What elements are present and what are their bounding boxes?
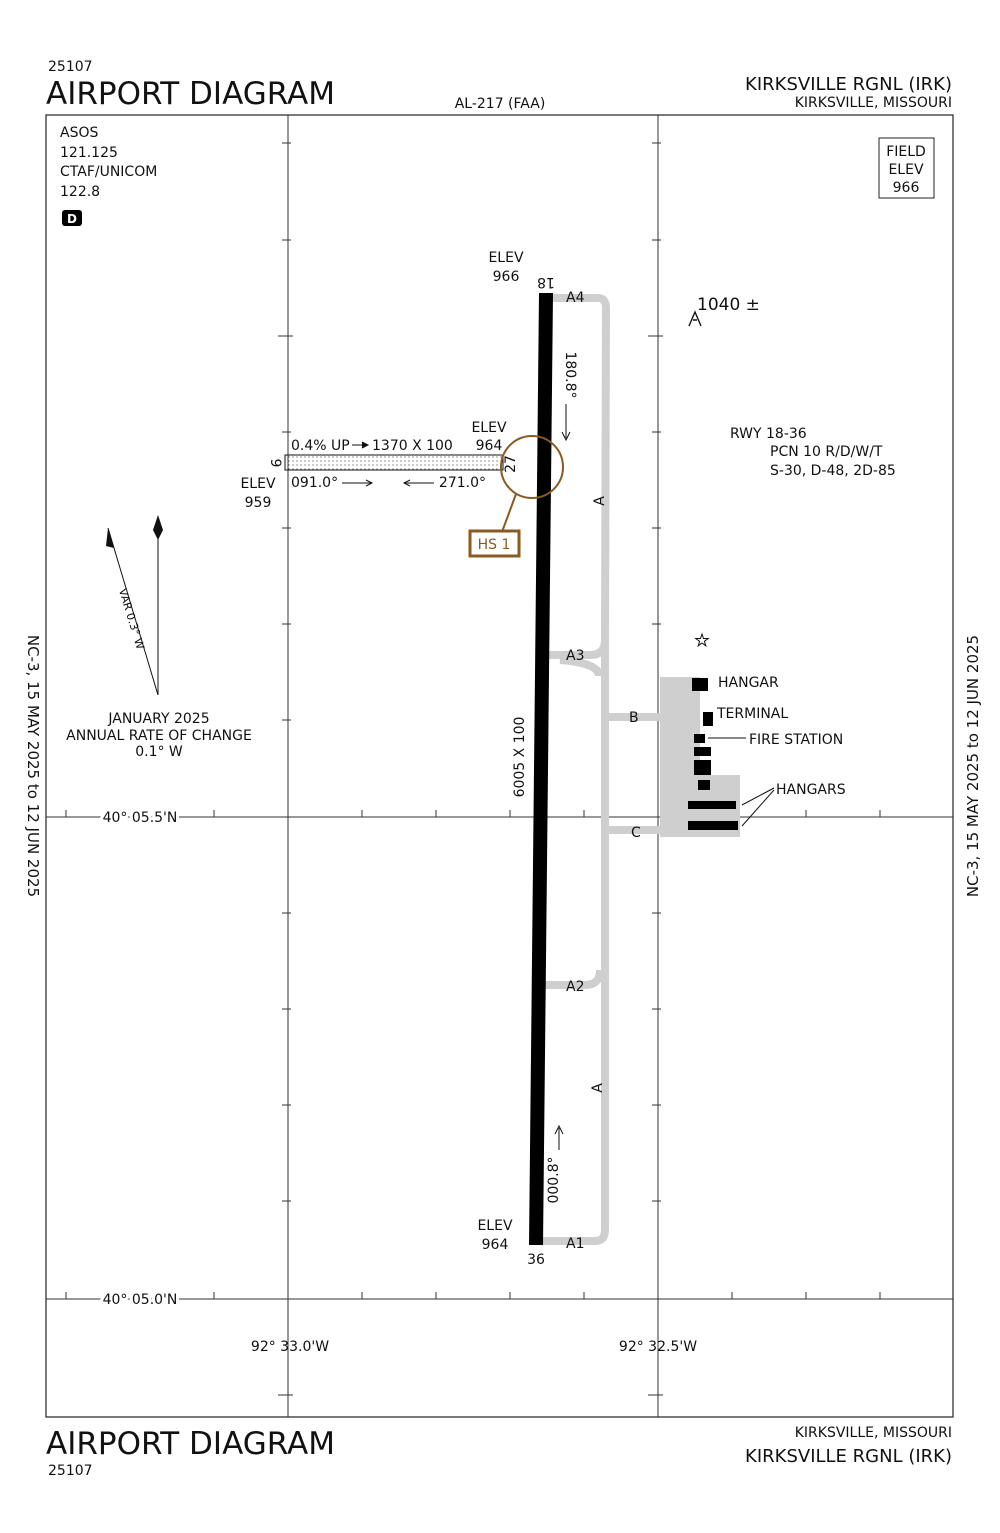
field-elev-value: 966: [893, 180, 920, 196]
hangars-label: HANGARS: [776, 782, 846, 798]
runway-9-heading: 091.0°: [291, 475, 338, 491]
arrow: [402, 479, 434, 487]
runway-18-heading: 180.8°: [562, 351, 578, 398]
runway-36-elev: 964: [482, 1237, 509, 1253]
lat-label: 40° 05.0'N: [103, 1292, 178, 1308]
footer-location: KIRKSVILLE, MISSOURI: [795, 1425, 952, 1441]
hotspot-leader: [501, 493, 517, 533]
arrow: [342, 479, 374, 487]
runway-9-grade: 0.4% UP: [291, 438, 350, 454]
elev-label: ELEV: [240, 476, 275, 492]
hangars-leader: [741, 787, 775, 827]
terminal-label: TERMINAL: [716, 706, 788, 722]
runway-dimensions: 6005 X 100: [512, 717, 528, 798]
effective-dates-right: NC-3, 15 MAY 2025 to 12 JUN 2025: [964, 635, 982, 897]
page-title: AIRPORT DIAGRAM: [46, 76, 335, 112]
asos-label: ASOS: [60, 125, 98, 141]
runway-18-elev: 966: [493, 269, 520, 285]
variation-date: JANUARY 2025: [107, 711, 209, 727]
d-badge: [62, 210, 82, 226]
taxiway-label: C: [631, 825, 641, 841]
runway-info: RWY 18-36: [730, 426, 807, 442]
asos-frequency: 121.125: [60, 145, 118, 161]
elev-label: ELEV: [477, 1218, 512, 1234]
north-arrow-icon: [153, 515, 163, 540]
taxiway-label: A1: [566, 1236, 584, 1252]
taxiway-label: A3: [566, 648, 584, 664]
airport-location: KIRKSVILLE, MISSOURI: [795, 95, 952, 111]
field-elev-label: ELEV: [888, 162, 923, 178]
runway-36-number: 36: [527, 1252, 545, 1268]
elev-label: ELEV: [488, 250, 523, 266]
runway-9-elev: 959: [245, 495, 272, 511]
runway-27-elev: 964: [476, 438, 503, 454]
elev-label: ELEV: [471, 420, 506, 436]
heading-arrow: [554, 1124, 564, 1150]
field-elev-label: FIELD: [886, 144, 926, 160]
chart-frame: [45, 114, 954, 1418]
taxiway-label: A: [592, 496, 608, 506]
chart-number: 25107: [48, 59, 93, 75]
taxiway-label: A4: [566, 290, 585, 306]
lon-label: 92° 33.0'W: [251, 1339, 329, 1355]
taxiway-label: A2: [566, 979, 584, 995]
taxiway-label: B: [629, 710, 639, 726]
arrow: [352, 441, 370, 449]
magnetic-north-arrow: [107, 527, 159, 696]
runway-18-number: 18: [537, 274, 555, 290]
footer-chart-number: 25107: [48, 1463, 93, 1479]
hotspot-label: HS 1: [478, 537, 511, 553]
lon-label: 92° 32.5'W: [619, 1339, 697, 1355]
ctaf-label: CTAF/UNICOM: [60, 164, 157, 180]
runway-36-heading: 000.8°: [546, 1156, 562, 1203]
variation-rate: 0.1° W: [135, 744, 183, 760]
ctaf-frequency: 122.8: [60, 184, 100, 200]
buildings: [688, 678, 738, 830]
obstacle-height: 1040 ±: [697, 295, 760, 315]
runway-18-36[interactable]: [529, 293, 553, 1245]
runway-9-27[interactable]: [284, 454, 504, 471]
d-badge-label: D: [67, 212, 77, 226]
runway-strength: S-30, D-48, 2D-85: [770, 463, 896, 479]
beacon-icon: [694, 632, 710, 648]
taxiway-label: A: [590, 1083, 606, 1093]
variation-rate-label: ANNUAL RATE OF CHANGE: [66, 728, 252, 744]
hotspot-circle[interactable]: [500, 435, 564, 499]
fire-station-label: FIRE STATION: [749, 732, 843, 748]
chart-id: AL-217 (FAA): [455, 96, 546, 112]
hotspot-box[interactable]: [468, 529, 521, 558]
heading-arrow: [561, 404, 571, 442]
magnetic-arrow-icon: [106, 528, 114, 548]
runway-27-heading: 271.0°: [439, 475, 486, 491]
field-elev-box: [878, 137, 935, 199]
lat-lon-grid: [46, 115, 953, 1417]
runway-pcn: PCN 10 R/D/W/T: [770, 444, 883, 460]
footer-airport: KIRKSVILLE RGNL (IRK): [745, 1446, 952, 1467]
obstacle-icon: [688, 310, 702, 327]
runway-9-number: 9: [267, 459, 283, 468]
effective-dates-left: NC-3, 15 MAY 2025 to 12 JUN 2025: [24, 635, 42, 897]
runway-9-dimensions: 1370 X 100: [372, 438, 453, 454]
lat-label: 40° 05.5'N: [103, 810, 178, 826]
footer-title: AIRPORT DIAGRAM: [46, 1426, 335, 1462]
variation-label: VAR 0.3° W: [116, 587, 147, 651]
runway-27-number: 27: [503, 455, 519, 473]
airport-name: KIRKSVILLE RGNL (IRK): [745, 74, 952, 95]
taxiway-a[interactable]: [540, 294, 660, 1245]
hangar-label: HANGAR: [718, 675, 779, 691]
